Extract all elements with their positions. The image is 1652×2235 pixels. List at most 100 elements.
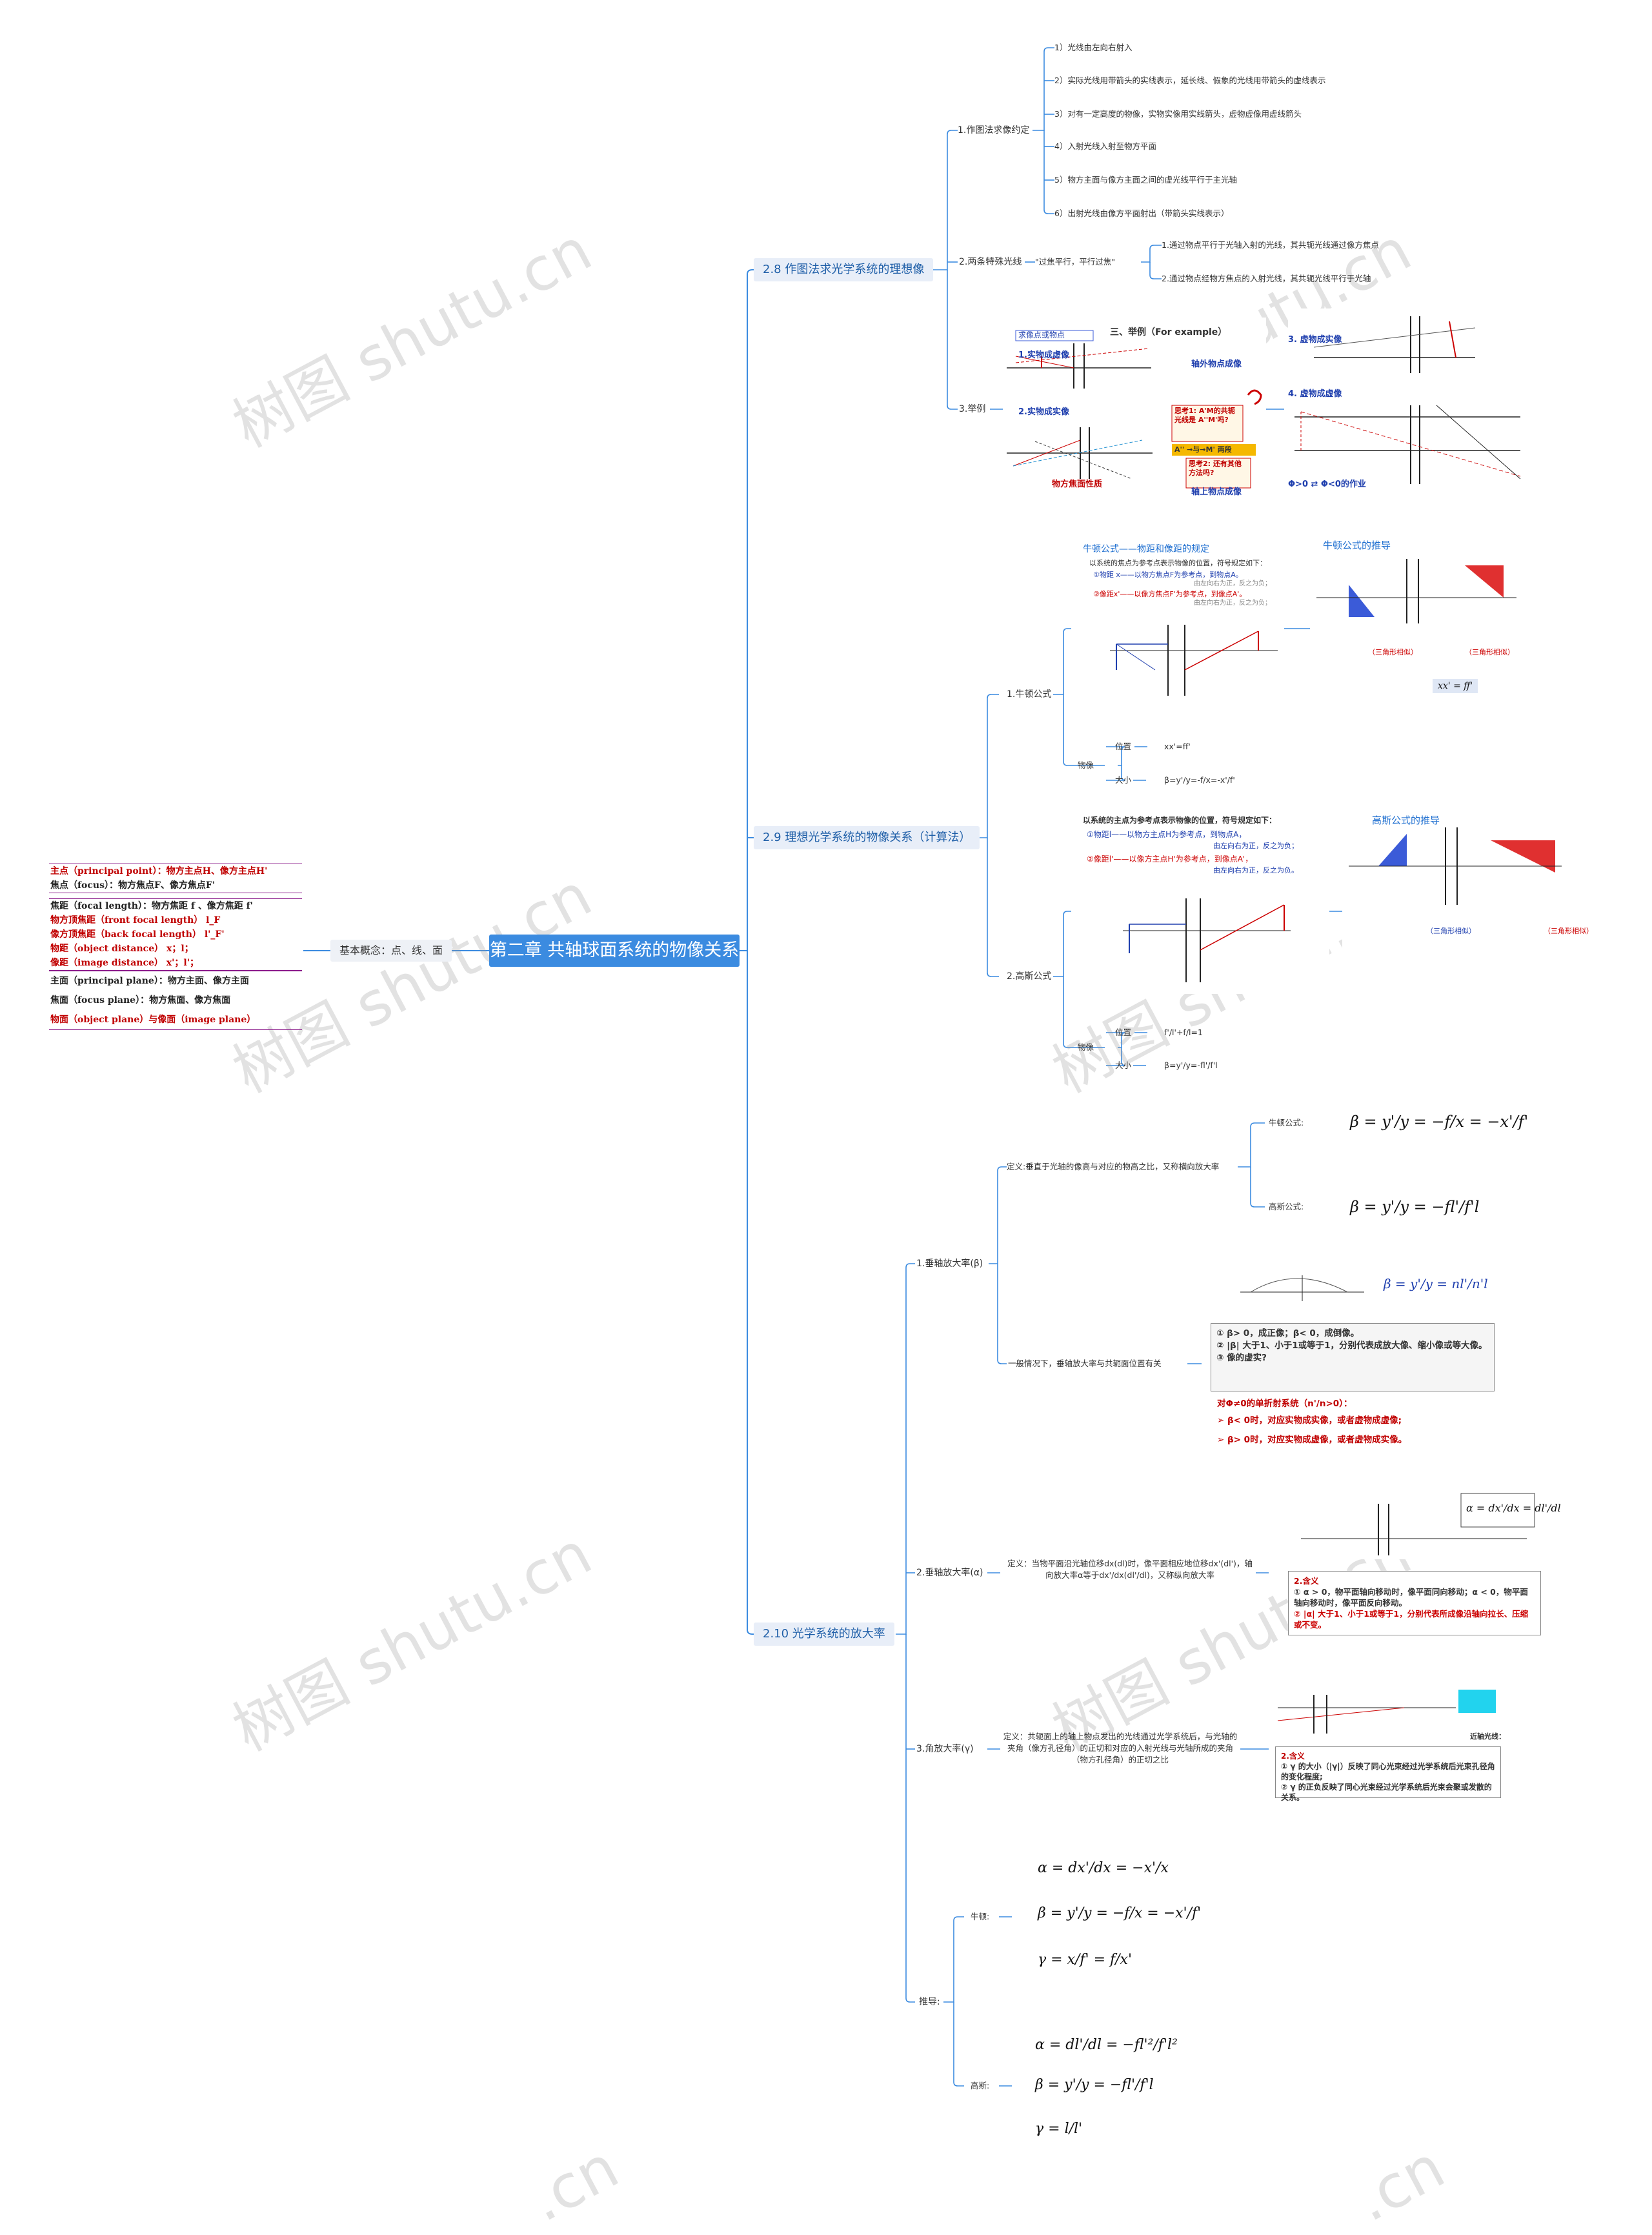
example-label: 4. 虚物成虚像 xyxy=(1288,389,1342,399)
example-figure-left: 求像点或物点 三、举例（For example） 1.实物成虚像 轴外物点成像 … xyxy=(1003,318,1266,498)
topic-angular-magnification[interactable]: 3.角放大率(γ) xyxy=(916,1744,974,1754)
convention-1[interactable]: 1）光线由左向右射入 xyxy=(1054,43,1133,52)
axial-definition[interactable]: 定义：当物平面沿光轴位移dx(dl)时，像平面相应地位移dx'(dl')，轴向放… xyxy=(1007,1559,1253,1580)
branch-2-8[interactable]: 2.8 作图法求光学系统的理想像 xyxy=(754,258,934,281)
gauss-size-label[interactable]: 大小 xyxy=(1115,1060,1132,1070)
lateral-definition[interactable]: 定义:垂直于光轴的像高与对应的物高之比，又称横向放大率 xyxy=(1007,1162,1220,1171)
special-rays-motto[interactable]: "过焦平行，平行过焦" xyxy=(1035,257,1115,267)
gauss-position-value[interactable]: f'/l'+f/l=1 xyxy=(1164,1027,1203,1037)
think-question-2: 思考2: 还有其他方法吗? xyxy=(1189,460,1242,477)
angular-figure: 近轴光线： xyxy=(1275,1682,1506,1745)
derivation-newton-gamma: γ = x/f' = f/x' xyxy=(1038,1952,1133,1968)
gauss-figure: 以系统的主点为参考点表示物像的位置，符号规定如下： ①物距l——以物方主点H为参… xyxy=(1071,814,1329,994)
axial-figure: α = dx'/dx = dl'/dl xyxy=(1282,1491,1561,1559)
angular-definition[interactable]: 定义：共轭面上的轴上物点发出的光线通过光学系统后，与光轴的夹角（像方孔径角）的正… xyxy=(1003,1732,1238,1765)
example-tag: 求像点或物点 xyxy=(1018,330,1065,339)
topic-derivation[interactable]: 推导: xyxy=(919,1997,940,2007)
label: 像方顶焦距（back focal length） l'_F' xyxy=(50,929,225,940)
convention-5[interactable]: 5）物方主面与像方主面之间的虚光线平行于主光轴 xyxy=(1054,175,1237,185)
beta-meaning: ② |β| 大于1、小于1或等于1，分别代表成放大像、缩小像或等大像。 xyxy=(1216,1340,1487,1351)
lateral-formula-nl: β = y'/y = nl'/n'l xyxy=(1384,1276,1488,1291)
example-diagram xyxy=(1294,316,1521,484)
topic-axial-magnification[interactable]: 2.垂轴放大率(α) xyxy=(916,1568,983,1578)
lateral-newton-label[interactable]: 牛顿公式: xyxy=(1269,1118,1304,1128)
example-label: 2.实物成实像 xyxy=(1018,407,1069,417)
example-heading: 三、举例（For example） xyxy=(1110,327,1227,338)
newton-image-node[interactable]: 物像 xyxy=(1078,760,1094,770)
topic-newton-formula[interactable]: 1.牛顿公式 xyxy=(1007,689,1052,700)
angular-diagram xyxy=(1277,1690,1496,1734)
branch-basic-concepts[interactable]: 基本概念：点、线、面 xyxy=(330,940,452,962)
newton-derivation: 牛顿公式的推导 （三角形相似） （三角形相似） xx' = ff' xyxy=(1310,540,1523,701)
example-label: 轴外物点成像 xyxy=(1191,359,1242,369)
special-ray-1[interactable]: 1.通过物点平行于光轴入射的光线，其共轭光线通过像方焦点 xyxy=(1162,240,1379,250)
derivation-gauss-beta: β = y'/y = −fl'/f'l xyxy=(1035,2077,1154,2093)
beta-sign-rule: ➢ β< 0时，对应实物成实像，或者虚物成虚像; xyxy=(1217,1415,1402,1426)
example-diagram xyxy=(1007,330,1262,489)
lateral-general[interactable]: 一般情况下，垂轴放大率与共轭面位置有关 xyxy=(1008,1359,1162,1368)
topic-drawing-conventions[interactable]: 1.作图法求像约定 xyxy=(958,125,1030,136)
gauss-image-node[interactable]: 物像 xyxy=(1078,1042,1094,1052)
similar-triangles-note: （三角形相似） xyxy=(1426,927,1476,935)
label: 主面（principal plane）：物方主面、像方主面 xyxy=(50,976,249,986)
lateral-gauss-formula: β = y'/y = −fl'/f'l xyxy=(1350,1198,1480,1216)
beta-sign-rule: ➢ β> 0时，对应实物成虚像，或者虚物成实像。 xyxy=(1217,1435,1407,1445)
newton-position-value[interactable]: xx'=ff' xyxy=(1164,742,1191,751)
angular-near-label: 近轴光线： xyxy=(1470,1732,1506,1741)
newton-size-label[interactable]: 大小 xyxy=(1115,775,1132,785)
alpha-meaning: 2.含义 xyxy=(1294,1576,1319,1586)
gauss-derive-title: 高斯公式的推导 xyxy=(1372,814,1440,826)
similar-triangles-note: （三角形相似） xyxy=(1368,648,1418,656)
label: 像距（image distance） x'；l'； xyxy=(50,958,199,968)
convention-3[interactable]: 3）对有一定高度的物像，实物实像用实线箭头，虚物虚像用虚线箭头 xyxy=(1054,109,1302,119)
topic-gauss-formula[interactable]: 2.高斯公式 xyxy=(1007,971,1052,982)
root-topic[interactable]: 第二章 共轴球面系统的物像关系 xyxy=(489,935,740,967)
derivation-gauss-alpha: α = dl'/dl = −fl'²/f'l² xyxy=(1035,2037,1178,2053)
example-label: 3. 虚物成实像 xyxy=(1288,335,1342,345)
topic-lateral-magnification[interactable]: 1.垂轴放大率(β) xyxy=(916,1259,983,1269)
convention-6[interactable]: 6）出射光线由像方平面射出（带箭头实线表示） xyxy=(1054,208,1229,218)
lateral-gauss-label[interactable]: 高斯公式: xyxy=(1269,1202,1304,1211)
newton-figure: 牛顿公式——物距和像距的规定 以系统的焦点为参考点表示物像的位置，符号规定如下：… xyxy=(1071,541,1284,715)
newton-equation: xx' = ff' xyxy=(1433,679,1478,693)
label: 焦点（focus）：物方焦点F、像方焦点F' xyxy=(50,880,216,891)
convention-4[interactable]: 4）入射光线入射至物方平面 xyxy=(1054,141,1156,151)
newton-rule: ②像距x'——以像方焦点F'为参考点，到像点A'。 xyxy=(1093,590,1247,598)
branch-2-9[interactable]: 2.9 理想光学系统的物像关系（计算法） xyxy=(754,826,980,849)
gauss-rule: 以系统的主点为参考点表示物像的位置，符号规定如下： xyxy=(1083,816,1277,825)
concept-box-points: 主点（principal point）：物方主点H、像方主点H' 焦点（focu… xyxy=(49,864,302,893)
newton-rule: 以系统的焦点为参考点表示物像的位置，符号规定如下： xyxy=(1089,559,1267,567)
topic-special-rays[interactable]: 2.两条特殊光线 xyxy=(959,257,1022,267)
derivation-gauss-gamma: γ = l/l' xyxy=(1035,2121,1083,2137)
derivation-gauss[interactable]: 高斯: xyxy=(971,2081,990,2090)
derivation-newton[interactable]: 牛顿: xyxy=(971,1912,990,1921)
gauss-rule: 由左向右为正，反之为负； xyxy=(1213,842,1298,850)
topic-examples[interactable]: 3.举例 xyxy=(959,404,986,414)
example-figure-right: 3. 虚物成实像 4. 虚物成虚像 Φ>0 ⇄ Φ<0的作业 xyxy=(1288,308,1527,497)
branch-2-10[interactable]: 2.10 光学系统的放大率 xyxy=(754,1623,894,1646)
label: 物方顶焦距（front focal length） l_F xyxy=(50,915,221,925)
gauss-size-value[interactable]: β=y'/y=-fl'/f'l xyxy=(1164,1060,1218,1070)
convention-2[interactable]: 2）实际光线用带箭头的实线表示，延长线、假象的光线用带箭头的虚线表示 xyxy=(1054,76,1326,85)
newton-size-value[interactable]: β=y'/y=-f/x=-x'/f' xyxy=(1164,775,1235,785)
example-label: 1.实物成虚像 xyxy=(1018,350,1069,360)
label: 主点（principal point）：物方主点H、像方主点H' xyxy=(50,866,268,876)
concept-box-lines: 焦距（focal length）：物方焦距 f 、像方焦距 f' 物方顶焦距（f… xyxy=(49,898,302,971)
label: 焦距（focal length）：物方焦距 f 、像方焦距 f' xyxy=(50,901,253,911)
derivation-newton-beta: β = y'/y = −f/x = −x'/f' xyxy=(1038,1905,1202,1921)
concept-box-planes: 主面（principal plane）：物方主面、像方主面 焦面（focus p… xyxy=(49,971,302,1030)
label: 焦面（focus plane）：物方焦面、像方焦面 xyxy=(50,995,231,1006)
gauss-position-label[interactable]: 位置 xyxy=(1115,1027,1132,1037)
beta-meaning-box: ① β> 0，成正像；β< 0，成倒像。 ② |β| 大于1、小于1或等于1，分… xyxy=(1211,1323,1495,1391)
gauss-diagram xyxy=(1123,898,1291,982)
newton-position-label[interactable]: 位置 xyxy=(1115,742,1132,751)
beta-meaning: ③ 像的虚实? xyxy=(1216,1353,1267,1363)
gauss-rule: ②像距l'——以像方主点H'为参考点，到像点A'， xyxy=(1087,855,1253,864)
alpha-meaning-box: 2.含义 ① α > 0，物平面轴向移动时，像平面同向移动；α < 0，物平面轴… xyxy=(1288,1571,1541,1635)
think-question-1: 思考1: A'M的共轭光线是 A''M'吗? xyxy=(1174,407,1235,424)
gauss-derivation: 高斯公式的推导 （三角形相似） （三角形相似） xyxy=(1342,814,1600,985)
alpha-meaning: ② |α| 大于1、小于1或等于1，分别代表所成像沿轴向拉长、压缩或不变。 xyxy=(1294,1609,1529,1630)
special-ray-2[interactable]: 2.通过物点经物方焦点的入射光线，其共轭光线平行于光轴 xyxy=(1162,274,1371,283)
newton-rule: 由左向右为正，反之为负； xyxy=(1194,600,1271,607)
